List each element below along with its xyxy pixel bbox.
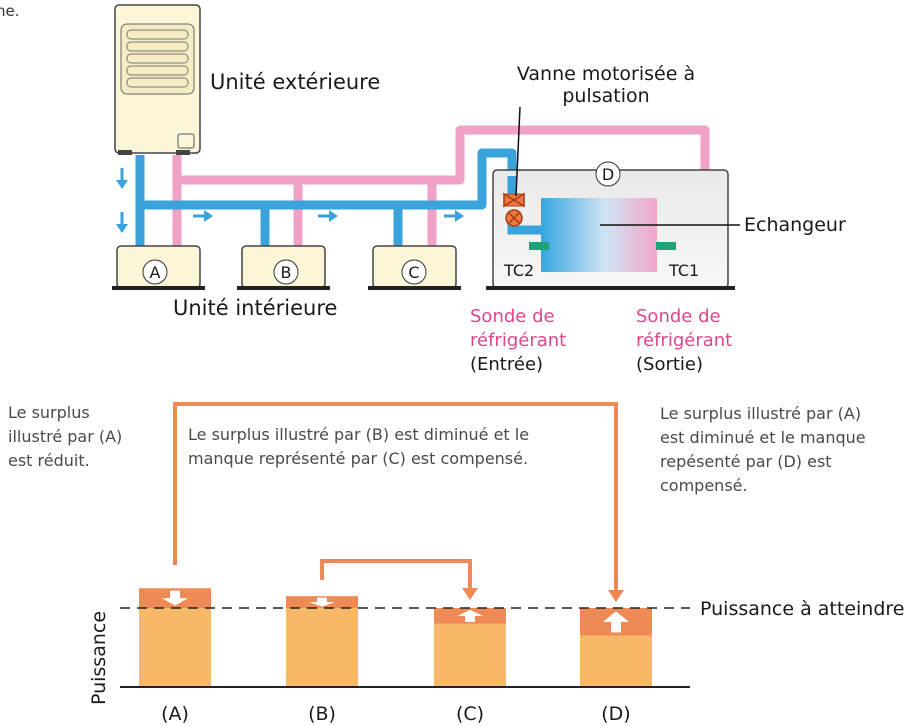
note-left-line1: Le surplus (8, 403, 90, 422)
unit-c-letter: C (408, 263, 419, 282)
transfer-arrowhead-c (462, 588, 478, 600)
sensor-in-label-line3: (Entrée) (470, 354, 543, 375)
indoor-unit-label: Unité intérieure (173, 296, 337, 320)
indoor-unit-c: C (368, 245, 461, 290)
sensor-tc1-mark (656, 242, 676, 250)
bar-arrow-b (309, 597, 335, 607)
category-label-a: (A) (161, 703, 189, 725)
exchanger-label: Echangeur (744, 214, 846, 236)
target-label: Puissance à atteindre (700, 598, 904, 620)
power-balance-chart: (A) (B) (C) (D) (120, 402, 690, 725)
top-text-fragment: ne. (0, 2, 20, 20)
unit-d-letter: D (602, 165, 614, 184)
bar-arrow-c (457, 609, 483, 622)
unit-b-letter: B (281, 263, 292, 282)
bar-base-d (580, 635, 652, 687)
outdoor-unit (114, 4, 201, 155)
heat-exchanger (541, 198, 657, 272)
valve-label-line1: Vanne motorisée à (517, 63, 695, 85)
sensor-tc2-mark (529, 242, 549, 250)
sensor-in-label-line1: Sonde de (470, 306, 555, 327)
category-label-b: (B) (308, 703, 336, 725)
bar-arrow-d (603, 611, 629, 633)
note-right-line1: Le surplus illustré par (A) (660, 404, 861, 423)
note-right-line3: repésenté par (D) est (660, 452, 832, 471)
motorized-valve-icon (502, 192, 526, 227)
note-right-line4: compensé. (660, 476, 748, 495)
indoor-unit-b: B (237, 245, 330, 290)
outdoor-unit-label: Unité extérieure (210, 70, 380, 94)
flow-arrows (116, 168, 464, 233)
tc1-label: TC1 (668, 261, 699, 280)
sensor-out-label-line3: (Sortie) (636, 354, 703, 375)
transfer-arrow-a-to-d (173, 402, 618, 592)
category-label-d: (D) (601, 703, 630, 725)
tc2-label: TC2 (503, 261, 534, 280)
bar-arrow-a (162, 590, 188, 606)
note-right-line2: est diminué et le manque (660, 428, 866, 447)
bar-base-b (286, 608, 358, 687)
bar-base-a (139, 608, 211, 687)
sensor-out-label-line2: réfrigérant (636, 330, 732, 351)
note-mid-line2: manque représenté par (C) est compensé. (188, 449, 528, 468)
bar-base-c (434, 623, 506, 687)
unit-a-letter: A (150, 263, 161, 282)
valve-leader-line (515, 106, 521, 197)
note-mid-line1: Le surplus illustré par (B) est diminué … (188, 425, 529, 444)
chart-y-label: Puissance (88, 611, 110, 705)
liquid-pipe-network (135, 148, 517, 248)
sensor-in-label-line2: réfrigérant (470, 330, 566, 351)
note-left-line3: est réduit. (8, 451, 90, 470)
transfer-arrow-b-to-c (320, 559, 472, 590)
transfer-arrowhead-d (608, 590, 624, 602)
indoor-unit-a: A (112, 245, 205, 290)
category-label-c: (C) (456, 703, 484, 725)
valve-label-line2: pulsation (562, 85, 649, 107)
sensor-out-label-line1: Sonde de (636, 306, 721, 327)
note-left-line2: illustré par (A) (8, 427, 122, 446)
